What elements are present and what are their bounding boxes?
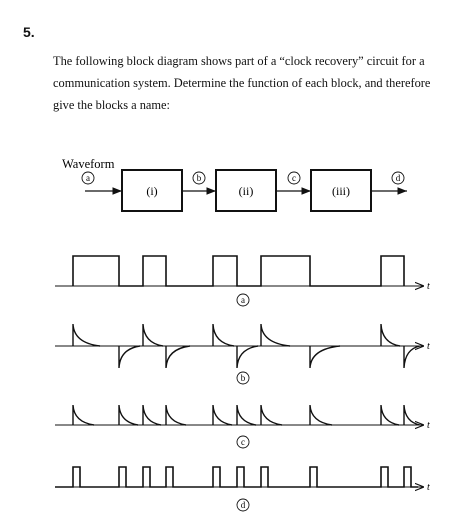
node-label-c: c [287,171,301,185]
t-label-b: t [427,341,430,352]
t-label-d: t [427,482,430,493]
svg-text:(iii): (iii) [332,184,350,198]
question-number: 5. [23,24,35,40]
svg-text:(i): (i) [146,184,157,198]
t-label-a: t [427,281,430,292]
svg-text:d: d [396,173,401,183]
spike-train-b [72,323,421,369]
caption-b: b [236,371,250,385]
pulse-train-a [72,255,405,287]
waveform-c: t c [55,404,430,449]
waveform-d: t d [55,466,430,512]
block-ii: (ii) [215,169,277,212]
caption-c: c [236,435,250,449]
svg-text:c: c [292,173,296,183]
question-line-1: The following block diagram shows part o… [53,54,425,68]
svg-text:b: b [241,373,246,383]
block-i: (i) [121,169,183,212]
svg-text:b: b [197,173,202,183]
svg-text:a: a [241,295,245,305]
node-label-b: b [192,171,206,185]
block-iii: (iii) [310,169,372,212]
question-line-2: communication system. Determine the func… [53,76,431,90]
question-line-3: give the blocks a name: [53,98,170,112]
node-label-d: d [391,171,405,185]
svg-text:c: c [241,437,245,447]
t-label-c: t [427,420,430,431]
waveform-a: t a [55,255,430,307]
waveform-label: Waveform [62,157,115,171]
caption-d: d [236,498,250,512]
node-label-a: a [81,171,95,185]
block-diagram: Waveform a b c d (i) (ii) [62,157,407,212]
svg-text:a: a [86,173,90,183]
svg-text:d: d [241,500,246,510]
spike-train-c [72,404,421,426]
pulse-train-d [55,466,418,488]
svg-text:(ii): (ii) [239,184,254,198]
caption-a: a [236,293,250,307]
waveform-b: t b [55,323,430,385]
question-text: The following block diagram shows part o… [53,50,435,116]
